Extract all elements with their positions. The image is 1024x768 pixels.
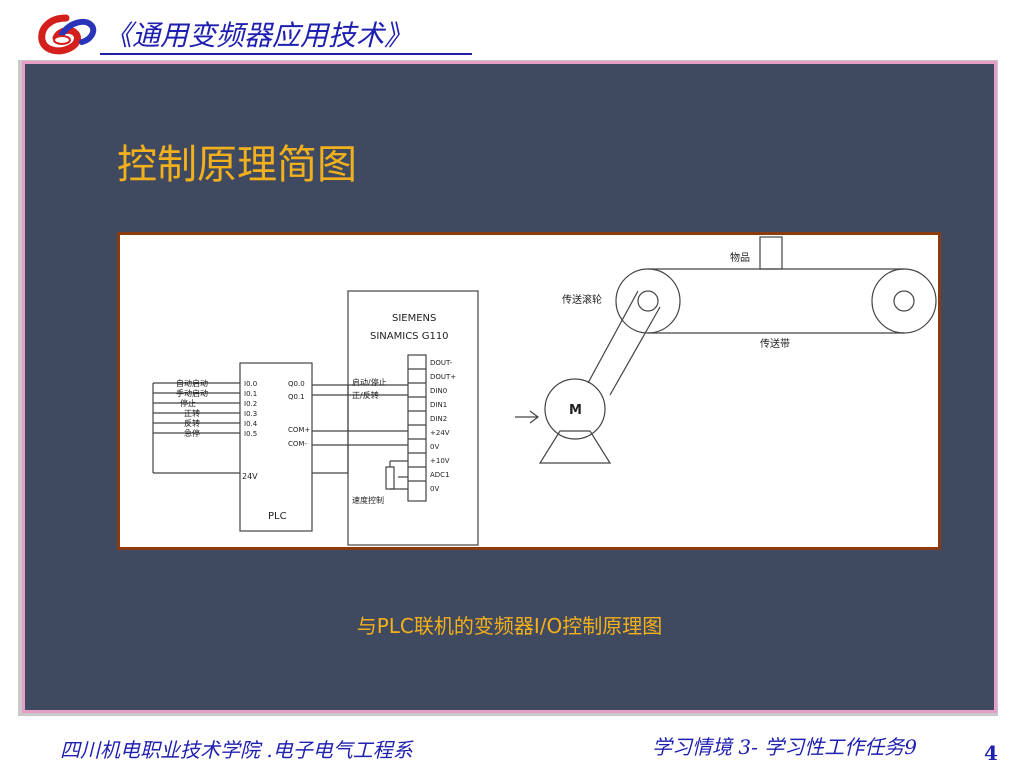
- course-title: 《通用变频器应用技术》: [104, 19, 413, 52]
- plc-input-1: I0.1: [244, 390, 257, 398]
- motor-label: M: [569, 403, 582, 418]
- item-box: [759, 236, 783, 270]
- plc-box: [239, 362, 313, 532]
- switch-label-3: 正转: [184, 408, 200, 418]
- arrow-head: [529, 410, 539, 424]
- terminal-3: DIN1: [430, 401, 447, 409]
- terminal-6: 0V: [430, 443, 439, 451]
- belt-label: 传送带: [760, 337, 790, 350]
- terminal-0: DOUT-: [430, 359, 453, 367]
- slide-title: 控制原理简图: [117, 142, 357, 188]
- terminal-5: +24V: [430, 429, 450, 437]
- arm-line-b: [609, 306, 661, 396]
- terminal-7: +10V: [430, 457, 450, 465]
- plc-input-0: I0.0: [244, 380, 257, 388]
- plc-input-3: I0.3: [244, 410, 257, 418]
- terminal-8: ADC1: [430, 471, 450, 479]
- header: 《通用变频器应用技术》: [0, 0, 1024, 60]
- slide-panel: 控制原理简图: [22, 61, 997, 713]
- page-number: 4: [984, 741, 998, 765]
- terminal-strip: [407, 354, 427, 502]
- footer-task: 学习情境 3- 学习性工作任务9: [652, 735, 917, 759]
- footer-school: 四川机电职业技术学院 .电子电气工程系: [60, 738, 413, 762]
- plc-24v-label: 24V: [242, 472, 258, 481]
- speed-control-label: 速度控制: [352, 495, 384, 505]
- left-roller-inner: [637, 290, 659, 312]
- motor-base: [538, 430, 612, 464]
- signal-label-1: 正/反转: [352, 390, 379, 400]
- switch-label-0: 自动启动: [176, 378, 208, 388]
- terminal-9: 0V: [430, 485, 439, 493]
- switch-label-1: 手动启动: [176, 388, 208, 398]
- inverter-brand: SIEMENS: [392, 313, 436, 324]
- plc-output-1: Q0.1: [288, 393, 305, 401]
- item-label: 物品: [730, 251, 750, 264]
- signal-label-0: 启动/停止: [352, 377, 387, 387]
- plc-input-4: I0.4: [244, 420, 258, 428]
- plc-output-3: COM-: [288, 440, 307, 448]
- plc-input-5: I0.5: [244, 430, 257, 438]
- control-diagram: 物品 传送滚轮 传送带 M SIEMENS SINAMICS G110 PLC …: [117, 232, 941, 550]
- plc-output-2: COM+: [288, 426, 310, 434]
- switch-label-5: 急停: [184, 428, 200, 438]
- left-roller-outer: [615, 268, 681, 334]
- plc-label: PLC: [268, 511, 287, 522]
- logo-icon: [38, 14, 97, 55]
- terminal-1: DOUT+: [430, 373, 456, 381]
- diagram-svg: 物品 传送滚轮 传送带 M SIEMENS SINAMICS G110 PLC …: [152, 236, 937, 546]
- motor-circle: [544, 378, 606, 440]
- inverter-box: [347, 290, 479, 546]
- switch-label-4: 反转: [184, 418, 200, 428]
- right-roller-outer: [871, 268, 937, 334]
- right-roller-inner: [893, 290, 915, 312]
- plc-input-2: I0.2: [244, 400, 257, 408]
- terminal-4: DIN2: [430, 415, 447, 423]
- title-underline: [100, 53, 472, 55]
- diagram-caption: 与PLC联机的变频器I/O控制原理图: [356, 614, 663, 638]
- arm-line-a: [587, 290, 639, 384]
- roller-label: 传送滚轮: [562, 293, 602, 306]
- terminal-2: DIN0: [430, 387, 447, 395]
- inverter-model: SINAMICS G110: [370, 331, 449, 342]
- plc-output-0: Q0.0: [288, 380, 305, 388]
- switch-label-2: 停止: [180, 398, 196, 408]
- potentiometer: [385, 466, 395, 490]
